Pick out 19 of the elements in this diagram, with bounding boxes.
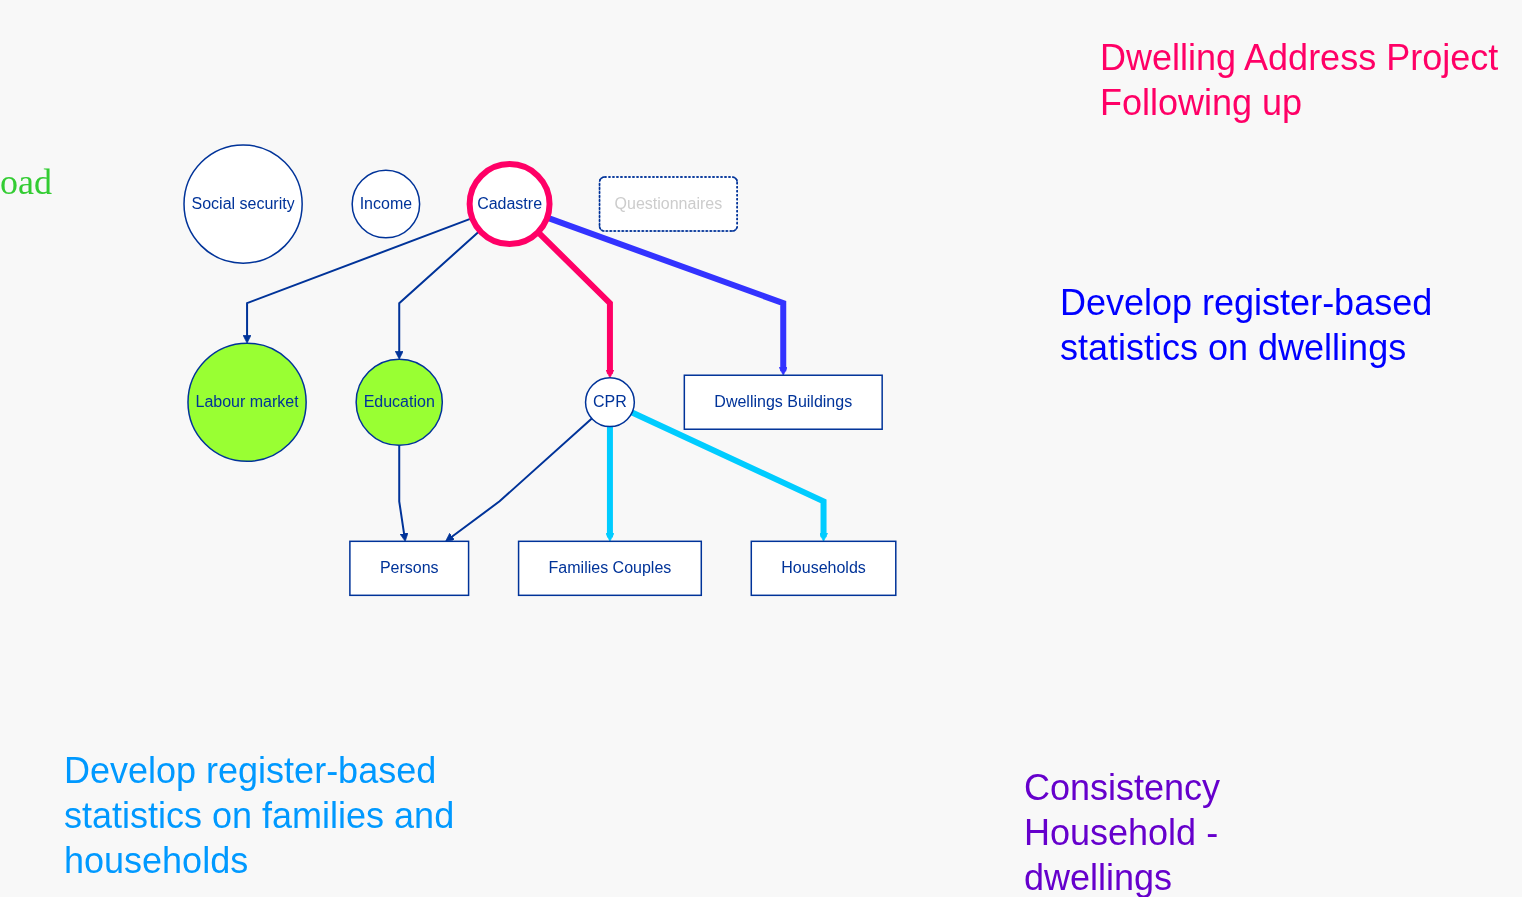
node-box: Dwellings Buildings — [683, 374, 883, 430]
node-box: Persons — [349, 540, 470, 596]
node-box: Families Couples — [517, 540, 703, 596]
arrow — [630, 409, 829, 542]
node-circle: Education — [355, 358, 444, 446]
node-circle: CPR — [584, 376, 636, 428]
note-text: Dwelling Address Project Following up — [1100, 36, 1500, 125]
node-circle: Cadastre — [466, 160, 553, 247]
partial-label: oad — [0, 161, 53, 204]
node-circle: Social security — [183, 144, 303, 264]
node-circle: Labour market — [187, 342, 307, 462]
arrow — [605, 426, 615, 542]
node-circle: Income — [351, 169, 421, 239]
arrow — [445, 417, 593, 542]
note-text: Develop register-based statistics on families and households — [64, 749, 456, 883]
node-box: Households — [750, 540, 897, 596]
note-text: Consistency Household - dwellings — [1024, 766, 1222, 897]
note-text: Develop register-based statistics on dwellings — [1060, 281, 1434, 370]
arrow — [398, 444, 409, 542]
